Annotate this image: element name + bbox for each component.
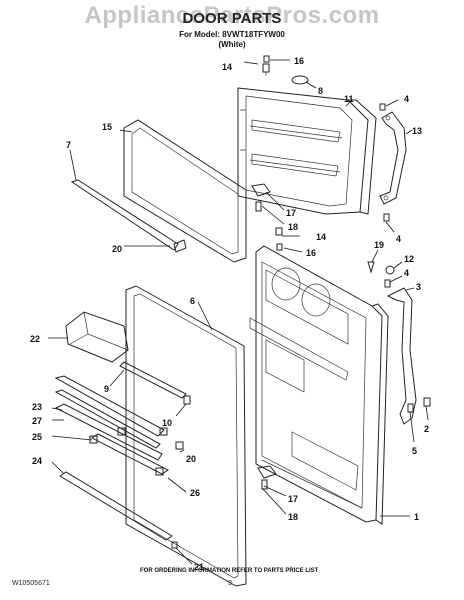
callout-16: 16 — [294, 56, 304, 66]
callout-18: 18 — [288, 222, 298, 232]
callout-12: 12 — [404, 254, 414, 264]
door-handle-part — [386, 287, 417, 425]
screw-part — [385, 265, 395, 275]
callout-13: 13 — [412, 126, 422, 136]
refrigerator-door-part — [249, 245, 389, 525]
callout-26: 26 — [190, 488, 200, 498]
callout-15: 15 — [102, 122, 112, 132]
screw-part — [261, 479, 268, 490]
document-number: W10505671 — [12, 580, 50, 587]
freezer-gasket-part — [123, 119, 247, 263]
screw-part — [383, 213, 390, 222]
watermark: AppliancePartsPros.com — [84, 2, 380, 29]
callout-23: 23 — [32, 402, 42, 412]
callout-9: 9 — [104, 384, 109, 394]
end-cap-part — [183, 395, 191, 405]
end-cap-part — [159, 427, 168, 436]
screw-part — [379, 103, 386, 111]
screw-part — [384, 279, 391, 288]
screw-part — [262, 63, 270, 76]
leader-lines — [48, 59, 429, 565]
door-shelf-strip-part — [54, 403, 163, 461]
ordering-note: FOR ORDERING INFORMATION REFER TO PARTS … — [140, 568, 319, 574]
screw-part — [276, 243, 283, 251]
model-color: (White) — [218, 40, 246, 49]
callout-11: 11 — [344, 94, 354, 104]
callout-14: 14 — [222, 62, 232, 72]
callout-20: 20 — [186, 454, 196, 464]
end-cap-part — [117, 427, 126, 436]
dairy-door-part — [65, 311, 129, 363]
callout-4: 4 — [396, 234, 401, 244]
callout-22: 22 — [30, 334, 40, 344]
callout-3: 3 — [416, 282, 421, 292]
refrigerator-gasket-part — [125, 285, 247, 587]
callout-4: 4 — [404, 94, 409, 104]
callout-24: 24 — [32, 456, 42, 466]
shelf-bar-part — [119, 361, 187, 399]
callout-4: 4 — [404, 268, 409, 278]
callout-labels: 14 16 8 11 4 13 4 17 18 15 7 20 14 16 19… — [30, 56, 429, 572]
end-cap-part — [175, 441, 184, 450]
screw-part — [255, 201, 262, 212]
screw-part — [275, 227, 283, 236]
trim-strip-part — [54, 389, 161, 449]
screw-part — [263, 55, 270, 63]
freezer-door-part — [237, 87, 377, 215]
callout-19: 19 — [374, 240, 384, 250]
shelf-strip-part — [59, 471, 173, 541]
callout-25: 25 — [32, 432, 42, 442]
shelf-strip-part — [91, 433, 169, 475]
page-number: 3 — [228, 580, 232, 587]
door-shelf-strip-part — [54, 375, 165, 437]
upper-hinge-part — [379, 111, 407, 205]
callout-1: 1 — [414, 512, 419, 522]
screw-part — [171, 541, 178, 549]
callout-16: 16 — [306, 248, 316, 258]
screw-part — [407, 403, 414, 413]
freezer-shelf-strip-part — [70, 179, 187, 253]
end-cap-part — [155, 467, 164, 476]
callout-21: 21 — [194, 562, 204, 572]
hinge-bracket-part — [251, 183, 271, 197]
model-number: For Model: 8VWT18TFYW00 — [179, 30, 285, 39]
callout-17: 17 — [286, 208, 296, 218]
callout-10: 10 — [162, 418, 172, 428]
callout-20: 20 — [112, 244, 122, 254]
door-stop-part — [367, 261, 375, 274]
diagram-title: DOOR PARTS — [182, 10, 282, 27]
callout-18: 18 — [288, 512, 298, 522]
callout-6: 6 — [190, 296, 195, 306]
lower-hinge-bracket-part — [257, 465, 277, 479]
callout-2: 2 — [424, 424, 429, 434]
callout-7: 7 — [66, 140, 71, 150]
callout-5: 5 — [412, 446, 417, 456]
callout-17: 17 — [288, 494, 298, 504]
plug-part — [291, 75, 309, 85]
callout-27: 27 — [32, 416, 42, 426]
callout-8: 8 — [318, 86, 323, 96]
callout-14: 14 — [316, 232, 326, 242]
screw-part — [423, 397, 431, 407]
